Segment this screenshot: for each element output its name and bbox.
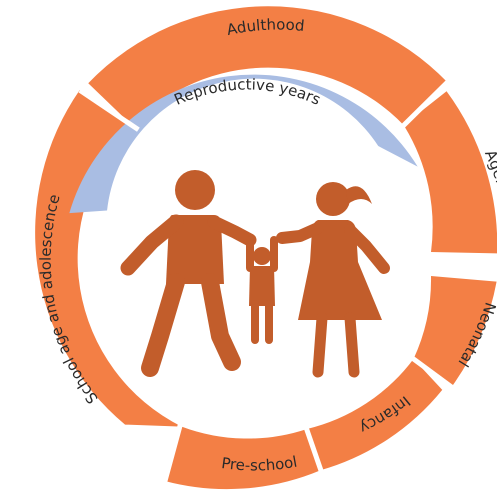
- family-icon: [120, 170, 390, 378]
- segment-adulthood: [88, 6, 448, 126]
- child-figure-icon: [246, 236, 278, 344]
- segment-separators: [78, 74, 497, 486]
- segment-school-age: [35, 90, 182, 427]
- segment-neonatal: [413, 275, 497, 388]
- segment-infancy: [306, 358, 443, 471]
- ring-segments: [35, 6, 497, 490]
- label-preschool: Pre-school: [220, 453, 298, 475]
- segment-preschool: [164, 426, 321, 490]
- man-figure-icon: [120, 170, 257, 377]
- reproductive-years-band: [69, 74, 418, 214]
- segment-ageing: [403, 91, 497, 254]
- label-adulthood: Adulthood: [225, 16, 305, 40]
- woman-figure-icon: [276, 182, 390, 378]
